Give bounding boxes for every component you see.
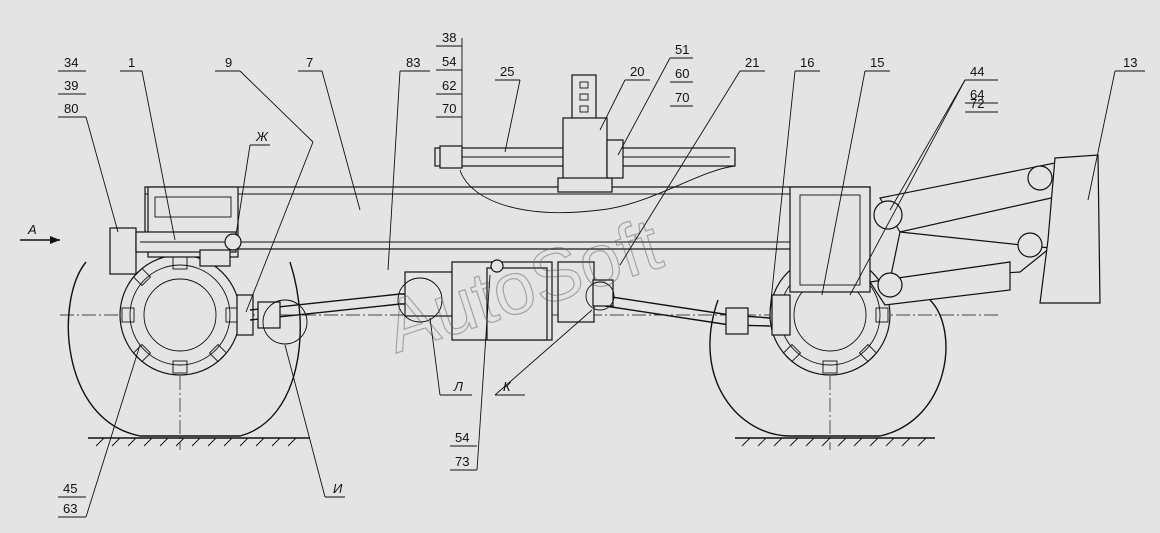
callout-72: 72 (970, 96, 984, 111)
ground-left (88, 437, 310, 447)
callout-25: 25 (500, 64, 514, 79)
leader-lines (58, 38, 1145, 518)
callout-64: 64 (970, 87, 984, 102)
callout-20: 20 (630, 64, 644, 79)
callout-34: 34 (64, 55, 78, 70)
callout-l: Л (453, 379, 463, 394)
callout-70-top: 70 (442, 101, 456, 116)
callout-21: 21 (745, 55, 759, 70)
central-gearbox (404, 259, 614, 341)
callout-16: 16 (800, 55, 814, 70)
callout-70-right: 70 (675, 90, 689, 105)
callout-38: 38 (442, 30, 456, 45)
callout-1: 1 (128, 55, 135, 70)
callout-13: 13 (1123, 55, 1137, 70)
callout-54-top: 54 (442, 54, 456, 69)
callout-7: 7 (306, 55, 313, 70)
callout-62: 62 (442, 78, 456, 93)
view-arrow-a (20, 236, 60, 244)
callout-54-bottom: 54 (455, 430, 469, 445)
ground-right (735, 437, 935, 447)
callout-a: А (27, 222, 37, 237)
callout-i: И (333, 481, 343, 496)
callout-44: 44 (970, 64, 984, 79)
callout-80: 80 (64, 101, 78, 116)
callout-63: 63 (63, 501, 77, 516)
callout-39: 39 (64, 78, 78, 93)
column-assembly (557, 74, 624, 193)
front-hitch (109, 227, 242, 275)
rear-blade-arm (868, 154, 1101, 306)
callout-zh: Ж (255, 129, 269, 144)
callout-73: 73 (455, 454, 469, 469)
callout-51: 51 (675, 42, 689, 57)
callout-60: 60 (675, 66, 689, 81)
detail-markers (262, 277, 615, 345)
callout-15: 15 (870, 55, 884, 70)
callout-k: К (503, 379, 512, 394)
callout-45: 45 (63, 481, 77, 496)
left-wheel (67, 254, 301, 437)
callout-83: 83 (406, 55, 420, 70)
callout-labels: 34 39 80 1 9 7 83 38 54 62 70 25 20 51 6… (27, 30, 1137, 516)
callout-9: 9 (225, 55, 232, 70)
